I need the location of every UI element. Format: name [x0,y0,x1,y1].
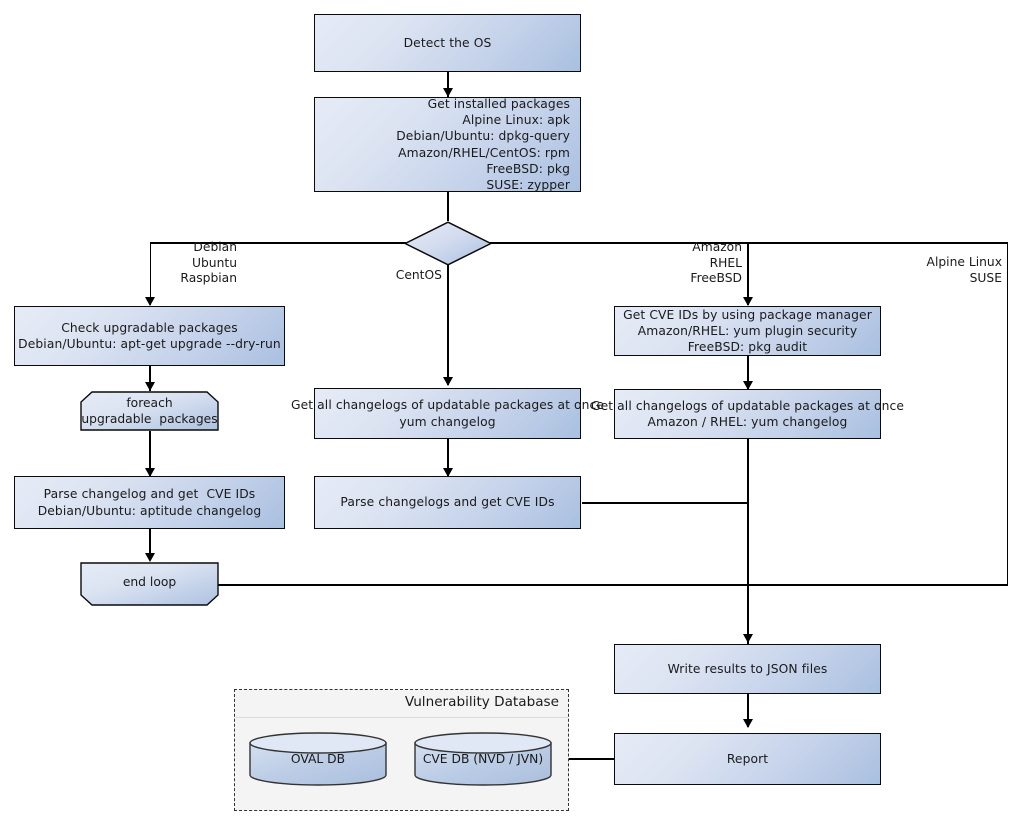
edge-write-to-report [747,694,749,727]
node-end-loop[interactable]: end loop [80,562,219,606]
node-write-results-json-label: Write results to JSON files [667,661,828,676]
node-end-loop-label: end loop [122,574,177,589]
loop-end-shape-icon [80,562,219,606]
edge-cveids-to-amazon-changelogs [747,356,749,389]
arrowhead-foreach-to-parse [144,468,155,477]
arrowhead-detect-to-installed [442,88,453,97]
edge-check-to-foreach [149,366,151,391]
node-foreach-loop-start-label: foreach upgradable packages [81,395,218,426]
loop-start-shape-icon [80,391,219,431]
decision-diamond-icon [404,221,492,266]
arrowhead-decision-to-check-upgradable [145,297,156,306]
db-cylinder-cve-label: CVE DB (NVD / JVN) [422,752,544,766]
node-parse-changelogs-centos-label: Parse changelogs and get CVE IDs [340,495,555,510]
arrowhead-write-to-report [742,719,753,728]
node-get-changelogs-amazon-label: Get all changelogs of updatable packages… [590,398,905,429]
arrowhead-cveids-to-amazon-changelogs [742,381,753,390]
edge-label-debian-branch: Debian Ubuntu Raspbian [180,240,237,286]
node-os-decision[interactable] [404,221,492,266]
edge-endloop-to-trunk [218,584,1008,586]
edge-centos-changelogs-to-parse [447,439,449,476]
node-foreach-loop-start[interactable]: foreach upgradable packages [80,391,219,431]
database-cylinder-icon [249,732,387,786]
edge-label-alpine-branch: Alpine Linux SUSE [926,255,1002,285]
node-report-label: Report [726,751,769,766]
node-get-changelogs-centos-label: Get all changelogs of updatable packages… [290,398,605,429]
node-get-changelogs-amazon[interactable]: Get all changelogs of updatable packages… [591,389,904,439]
db-cylinder-oval-label: OVAL DB [290,752,346,766]
node-report[interactable]: Report [614,733,881,785]
cluster-title-divider [235,717,568,718]
node-check-upgradable-packages[interactable]: Check upgradable packages Debian/Ubuntu:… [14,306,285,366]
db-cylinder-cve[interactable]: CVE DB (NVD / JVN) [414,732,552,786]
arrowhead-trunk-to-write-results [742,634,753,643]
node-get-installed-packages[interactable]: Get installed packages Alpine Linux: apk… [314,97,581,192]
edge-decision-to-amazon-drop [747,242,749,306]
edge-decision-left-drop [150,242,152,306]
edge-detect-to-installed [447,72,449,97]
edge-alpine-branch-drop [1006,242,1008,586]
node-get-changelogs-centos[interactable]: Get all changelogs of updatable packages… [291,388,604,439]
database-cylinder-icon [414,732,552,786]
node-parse-changelogs-centos[interactable]: Parse changelogs and get CVE IDs [314,476,581,529]
edge-amazon-changelogs-down [747,439,749,644]
arrowhead-centos-changelogs-to-parse [442,468,453,477]
arrowhead-parse-to-endloop [144,553,155,562]
node-get-cve-ids-package-manager-label: Get CVE IDs by using package manager Ama… [623,307,872,355]
arrowhead-decision-to-centos [442,377,453,386]
node-parse-changelog-debian[interactable]: Parse changelog and get CVE IDs Debian/U… [14,476,285,529]
edge-parse-centos-to-trunk [582,502,748,504]
arrowhead-check-to-foreach [144,382,155,391]
edge-foreach-to-parse [149,431,151,476]
node-write-results-json[interactable]: Write results to JSON files [614,644,881,694]
arrowhead-decision-to-amazon [742,297,753,306]
node-detect-the-os-label: Detect the OS [403,35,492,50]
edge-installed-to-decision [447,192,449,221]
edge-parse-to-endloop [149,529,151,560]
node-parse-changelog-debian-label: Parse changelog and get CVE IDs Debian/U… [37,487,262,518]
node-detect-the-os[interactable]: Detect the OS [314,14,581,72]
edge-label-centos-branch: CentOS [395,268,442,282]
node-get-cve-ids-package-manager[interactable]: Get CVE IDs by using package manager Ama… [614,306,881,356]
edge-label-amazon-branch: Amazon RHEL FreeBSD [690,240,742,286]
edge-decision-to-centos [447,265,449,385]
cluster-title: Vulnerability Database [404,694,559,710]
node-check-upgradable-packages-label: Check upgradable packages Debian/Ubuntu:… [18,320,281,351]
node-get-installed-packages-label: Get installed packages Alpine Linux: apk… [396,96,570,192]
edge-vulndb-to-report [569,758,614,760]
db-cylinder-oval[interactable]: OVAL DB [249,732,387,786]
edge-decision-right-bus [490,242,1008,244]
edge-decision-left-bus [150,242,406,244]
